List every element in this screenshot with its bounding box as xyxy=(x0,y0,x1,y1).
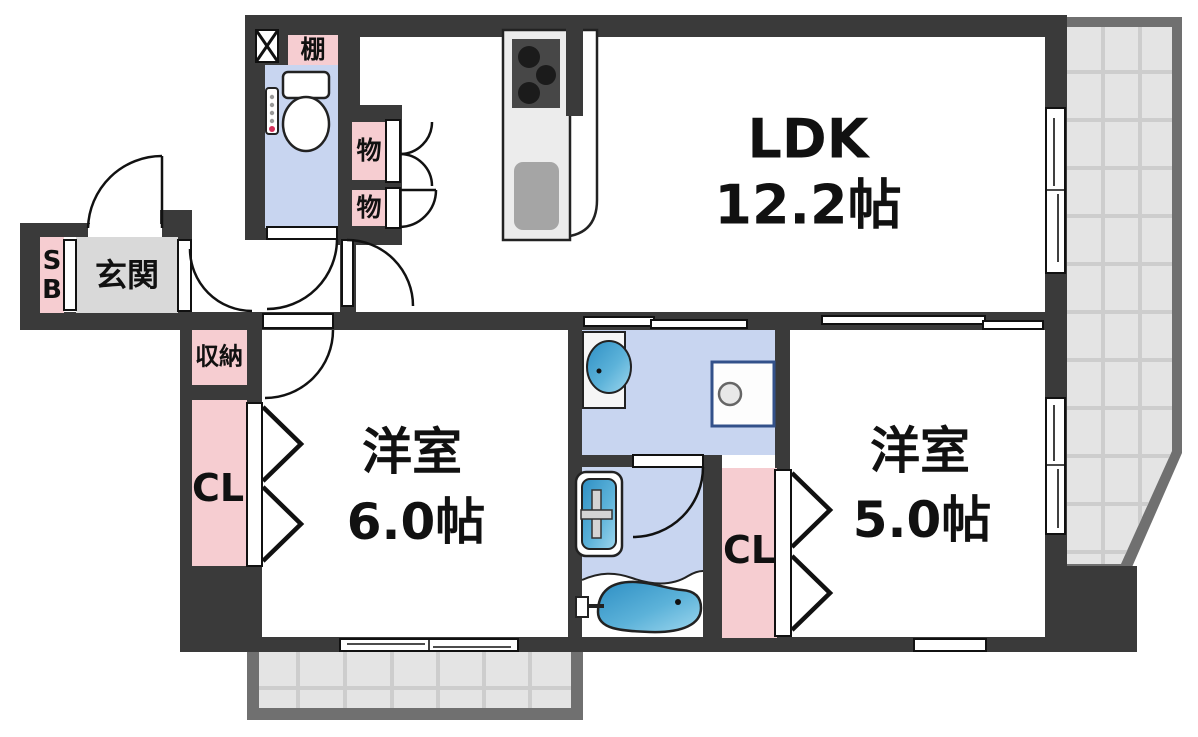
storage-closet-box xyxy=(192,330,247,385)
entrance-step xyxy=(177,239,192,312)
entry-door-arc xyxy=(86,154,163,229)
closet-right-door-frame xyxy=(774,469,792,637)
bathroom-door-panel xyxy=(632,454,704,468)
door-arcs xyxy=(86,121,705,539)
wall-segment xyxy=(775,330,790,470)
folding-door-icon xyxy=(261,485,305,563)
bedroom1-label: 洋室 xyxy=(362,422,462,481)
ldk-label: LDK xyxy=(747,107,869,171)
balcony-right xyxy=(1062,17,1182,574)
wall-segment xyxy=(245,60,265,240)
wall-segment xyxy=(1053,566,1137,652)
wall-segment xyxy=(160,210,192,240)
kitchen-counter xyxy=(501,28,599,242)
wall-segment xyxy=(20,223,90,237)
hall-door-panel xyxy=(341,239,354,307)
kitchen-partition-wall xyxy=(566,28,583,116)
window-bedroom2 xyxy=(1045,397,1066,535)
openings xyxy=(63,29,1066,652)
wall-segment xyxy=(247,330,262,403)
wall-segment xyxy=(582,453,633,468)
storage-lower-label: 物 xyxy=(356,192,382,222)
shoe-box-label: S B xyxy=(42,247,62,305)
bathtub-icon xyxy=(575,570,704,637)
window-bedroom1 xyxy=(339,638,519,652)
folding-door-icon xyxy=(790,471,834,549)
closet-left-box xyxy=(192,400,247,566)
washbasin-icon xyxy=(582,331,632,409)
bedroom2-size-label: 5.0帖 xyxy=(852,490,992,549)
bedroom2-sliding-door-panel xyxy=(821,315,986,325)
burner-icon xyxy=(518,46,540,68)
entrance-floor xyxy=(76,237,178,313)
toilet-bowl xyxy=(281,95,331,153)
entry-door-opening xyxy=(88,224,162,237)
closet-door-chevrons xyxy=(261,405,834,632)
bathroom-door-arc xyxy=(632,466,705,539)
shoe-box-label-line1: S xyxy=(42,246,62,276)
wall-segment xyxy=(180,385,262,400)
bedroom1-door-panel xyxy=(262,313,334,329)
burner-icon xyxy=(536,65,556,85)
closet-left-label: CL xyxy=(191,466,245,511)
entrance-label: 玄関 xyxy=(94,256,160,295)
closet-left-door-frame xyxy=(246,402,263,567)
storage-upper-label: 物 xyxy=(356,135,382,165)
hall-door-arc xyxy=(346,238,415,307)
tub-faucet xyxy=(575,596,589,618)
toilet-door-panel xyxy=(266,226,338,240)
bedroom1-size-label: 6.0帖 xyxy=(346,492,486,551)
shoe-box-label-line2: B xyxy=(42,275,62,305)
shoe-box-door xyxy=(63,239,77,311)
washing-machine-icon xyxy=(710,360,776,428)
shelf-label: 棚 xyxy=(300,34,326,64)
toilet-icon xyxy=(265,70,331,153)
ldk-size-label: 12.2帖 xyxy=(714,173,902,237)
balcony-tile-grid xyxy=(1062,27,1172,564)
storage-upper-door-arc xyxy=(399,121,434,156)
pipe-space-icon xyxy=(254,29,280,63)
balcony-tile-grid xyxy=(259,650,571,708)
closet-right-label: CL xyxy=(722,528,776,573)
storage-box-upper xyxy=(352,122,386,180)
folding-door-icon xyxy=(261,405,305,483)
toilet-door-arc xyxy=(266,238,339,311)
window-ldk xyxy=(1045,107,1066,274)
storage-lower-door-arc xyxy=(398,188,438,229)
storage-label: 収納 xyxy=(195,342,243,371)
balcony-bottom xyxy=(247,650,583,720)
bedroom2-label: 洋室 xyxy=(870,421,970,480)
folding-door-icon xyxy=(790,554,834,632)
washroom-sliding-door-panel xyxy=(650,319,748,329)
storage-upper-door-arc xyxy=(399,152,434,187)
toilet-tank xyxy=(281,70,331,100)
burner-icon xyxy=(518,82,540,104)
closet-right-box xyxy=(722,468,777,638)
bedroom1-door-arc xyxy=(264,329,335,400)
entrance-door-arc xyxy=(188,248,253,313)
bedroom2-sliding-door-panel xyxy=(982,320,1044,330)
shoe-box xyxy=(40,237,64,313)
wall-segment xyxy=(245,15,1067,37)
storage-upper-door xyxy=(385,119,401,183)
wall-opening xyxy=(913,638,987,652)
wall-segment xyxy=(703,453,722,637)
wall-segment xyxy=(20,223,40,327)
faucet-cross xyxy=(580,509,613,520)
bath-counter-icon xyxy=(574,470,624,558)
shelf-box xyxy=(288,35,338,65)
storage-lower-door xyxy=(385,187,401,229)
washroom-sliding-door-panel xyxy=(583,316,655,327)
storage-box-lower xyxy=(352,190,386,226)
kitchen-sink-icon xyxy=(514,162,559,230)
